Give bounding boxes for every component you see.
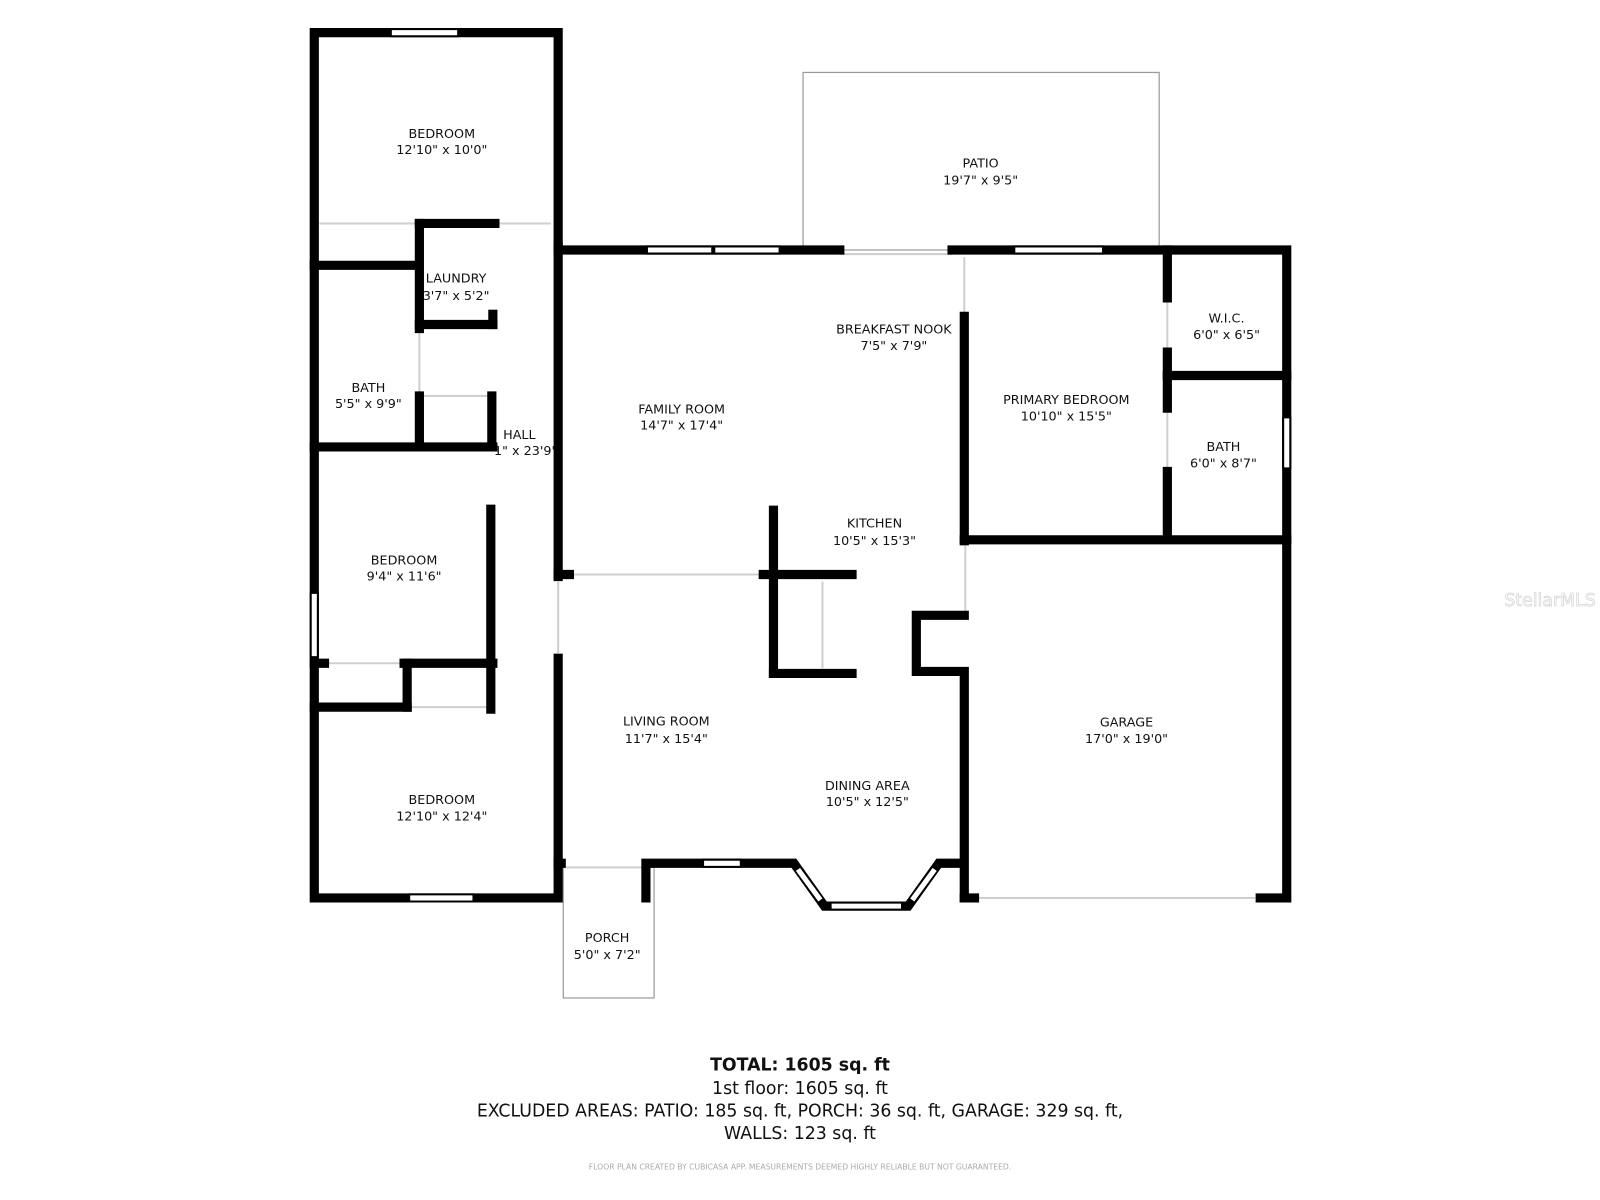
room-dimensions: 3'7" x 5'2" [423, 289, 490, 304]
room-dimensions: 11'7" x 15'4" [625, 732, 708, 747]
walls-area: WALLS: 123 sq. ft [724, 1124, 876, 1144]
excluded-areas: EXCLUDED AREAS: PATIO: 185 sq. ft, PORCH… [477, 1101, 1123, 1121]
watermark: StellarMLS [1504, 591, 1595, 611]
walls [309, 28, 1292, 911]
room-dimensions: 12'10" x 10'0" [396, 143, 487, 158]
room-name: LAUNDRY [426, 272, 487, 287]
total-area: TOTAL: 1605 sq. ft [710, 1055, 890, 1075]
room-labels: BEDROOM 12'10" x 10'0" LAUNDRY 3'7" x 5'… [335, 127, 1260, 963]
room-name: BEDROOM [409, 127, 476, 142]
room-dimensions: 17'0" x 19'0" [1085, 732, 1168, 747]
openings [319, 222, 1256, 899]
room-name: KITCHEN [847, 517, 902, 532]
room-name: PATIO [963, 156, 999, 171]
area-summary: TOTAL: 1605 sq. ft 1st floor: 1605 sq. f… [477, 1055, 1123, 1171]
room-name: PORCH [585, 931, 629, 946]
room-dimensions: 5'5" x 9'9" [335, 397, 402, 412]
room-name: HALL [503, 428, 536, 443]
floor-area: 1st floor: 1605 sq. ft [712, 1079, 888, 1099]
room-name: LIVING ROOM [623, 715, 710, 730]
room-name: BEDROOM [371, 553, 438, 568]
room-dimensions: 10'5" x 12'5" [826, 795, 909, 810]
room-name: FAMILY ROOM [638, 402, 725, 417]
room-dimensions: 6'0" x 8'7" [1190, 456, 1257, 471]
room-name: GARAGE [1100, 716, 1153, 731]
room-dimensions: 7'5" x 7'9" [860, 339, 927, 354]
room-dimensions: 12'10" x 12'4" [396, 809, 487, 824]
room-dimensions: 1" x 23'9' [494, 444, 555, 459]
room-name: BREAKFAST NOOK [836, 323, 952, 338]
room-dimensions: 14'7" x 17'4" [640, 419, 723, 434]
room-name: DINING AREA [825, 779, 910, 794]
room-name: BATH [351, 381, 385, 396]
room-dimensions: 9'4" x 11'6" [367, 570, 442, 585]
room-name: BATH [1207, 440, 1241, 455]
room-dimensions: 10'10" x 15'5" [1021, 409, 1112, 424]
room-dimensions: 19'7" x 9'5" [943, 174, 1018, 189]
room-name: BEDROOM [409, 793, 476, 808]
disclaimer: FLOOR PLAN CREATED BY CUBICASA APP. MEAS… [589, 1162, 1011, 1171]
room-name: PRIMARY BEDROOM [1003, 393, 1129, 408]
windows [309, 28, 1292, 909]
room-name: W.I.C. [1209, 311, 1245, 326]
room-dimensions: 10'5" x 15'3" [833, 534, 916, 549]
room-dimensions: 6'0" x 6'5" [1193, 328, 1260, 343]
room-dimensions: 5'0" x 7'2" [574, 948, 641, 963]
